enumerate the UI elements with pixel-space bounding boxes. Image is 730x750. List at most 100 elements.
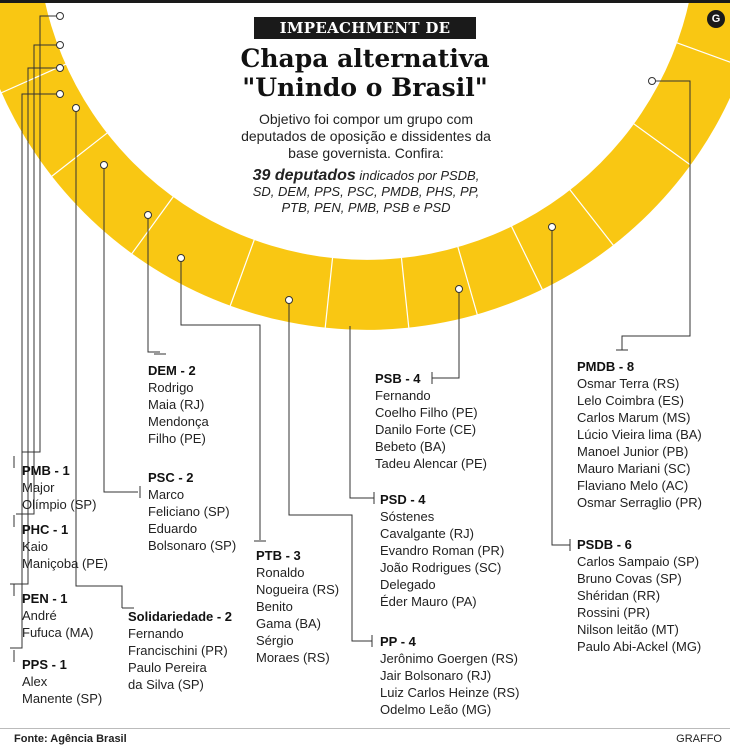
member-name: Delegado — [380, 577, 436, 592]
group-psdb: PSDB - 6 Carlos Sampaio (SP) Bruno Covas (… — [577, 536, 701, 655]
member-name: Tadeu Alencar (PE) — [375, 456, 488, 471]
member-name: Bebeto (BA) — [375, 439, 446, 454]
member-name: Francischini (PR) — [128, 643, 228, 658]
header-tag: IMPEACHMENT DE DILMA — [254, 17, 476, 59]
connector-psd — [349, 326, 374, 499]
member-name: Moraes (RS) — [256, 650, 330, 665]
connector-solidariedade — [75, 108, 123, 608]
member-name: Carlos Marum (MS) — [577, 410, 691, 425]
group-title: PSB - 4 — [375, 371, 421, 386]
connector-dot — [144, 211, 152, 219]
group-title: PTB - 3 — [256, 548, 301, 563]
connector-lines — [10, 12, 691, 662]
graffo-logo-icon: G — [707, 10, 725, 28]
member-name: Paulo Pereira — [128, 660, 207, 675]
connector-pp — [288, 300, 372, 642]
top-bar — [0, 0, 730, 3]
member-name: Flaviano Melo (AC) — [577, 478, 689, 493]
member-name: Carlos Sampaio (SP) — [577, 554, 700, 569]
member-name: Gama (BA) — [256, 616, 322, 631]
member-name: Evandro Roman (PR) — [380, 543, 505, 558]
member-name: Osmar Serraglio (PR) — [577, 495, 702, 510]
member-name: Filho (PE) — [148, 431, 206, 446]
connector-dem — [147, 215, 160, 353]
connector-pps — [10, 93, 60, 649]
connector-dot — [56, 64, 64, 72]
intro-text: Objetivo foi compor um grupo com deputad… — [241, 111, 491, 161]
member-name: Bruno Covas (SP) — [577, 571, 682, 586]
connector-ptb — [180, 258, 261, 540]
ring-divider — [510, 224, 544, 292]
connector-dot — [285, 296, 293, 304]
connector-pmb — [22, 15, 60, 453]
member-name: Fufuca (MA) — [22, 625, 94, 640]
connector-dot — [56, 12, 64, 20]
member-name: Mendonça — [148, 414, 209, 429]
ring-divider — [675, 41, 730, 63]
member-name: João Rodrigues (SC) — [380, 560, 502, 575]
group-title: PSD - 4 — [380, 492, 426, 507]
summary-count: 39 deputados — [252, 167, 356, 184]
member-name: Eduardo — [148, 521, 198, 536]
group-title: PPS - 1 — [22, 657, 67, 672]
ring-divider — [456, 245, 479, 317]
connector-psdb — [551, 227, 570, 546]
member-name: Coelho Filho (PE) — [375, 405, 478, 420]
member-name: Mauro Mariani (SC) — [577, 461, 691, 476]
ring-divider — [130, 195, 175, 256]
member-name: Fernando — [375, 388, 431, 403]
connector-psb — [432, 289, 460, 379]
member-name: Feliciano (SP) — [148, 504, 230, 519]
connector-dot — [548, 223, 556, 231]
ring-divider — [324, 256, 334, 330]
member-name: Bolsonaro (SP) — [148, 538, 237, 553]
group-title: PHC - 1 — [22, 522, 69, 537]
member-name: Sérgio — [256, 633, 294, 648]
connector-pen — [10, 67, 60, 585]
footer-credit: GRAFFO — [676, 733, 722, 745]
page-title-line2: "Unindo o Brasil" — [242, 73, 488, 102]
connector-dot — [100, 161, 108, 169]
group-title: PEN - 1 — [22, 591, 68, 606]
member-name: Manoel Junior (PB) — [577, 444, 689, 459]
member-name: Rodrigo — [148, 380, 194, 395]
member-name: Nogueira (RS) — [256, 582, 340, 597]
connector-psc — [103, 165, 138, 493]
footer-divider — [0, 728, 730, 729]
group-title: PMB - 1 — [22, 463, 70, 478]
member-name: Marco — [148, 487, 185, 502]
member-name: Lelo Coimbra (ES) — [577, 393, 684, 408]
member-name: Danilo Forte (CE) — [375, 422, 477, 437]
footer-source: Fonte: Agência Brasil — [14, 733, 127, 745]
member-name: Ronaldo — [256, 565, 305, 580]
connector-dot — [72, 104, 80, 112]
summary-text: 39 deputados indicados por PSDB, SD, DEM… — [246, 168, 486, 216]
group-title: PSC - 2 — [148, 470, 194, 485]
member-name: Maniçoba (PE) — [22, 556, 108, 571]
ring-divider — [568, 188, 615, 248]
member-name: Jerônimo Goergen (RS) — [380, 651, 518, 666]
ring-divider — [228, 238, 256, 308]
member-name: Olímpio (SP) — [22, 497, 97, 512]
member-name: Odelmo Leão (MG) — [380, 702, 492, 717]
member-name: Jair Bolsonaro (RJ) — [380, 668, 492, 683]
member-name: Benito — [256, 599, 293, 614]
member-name: André — [22, 608, 57, 623]
group-title: PSDB - 6 — [577, 537, 632, 552]
connector-dot — [648, 77, 656, 85]
ring-band — [0, 0, 730, 330]
connector-dot — [56, 41, 64, 49]
member-name: Major — [22, 480, 55, 495]
summary-parties: indicados por PSDB, SD, DEM, PPS, PSC, P… — [252, 168, 480, 215]
member-name: Nilson leitão (MT) — [577, 622, 679, 637]
member-name: Luiz Carlos Heinze (RS) — [380, 685, 520, 700]
member-name: da Silva (SP) — [128, 677, 204, 692]
